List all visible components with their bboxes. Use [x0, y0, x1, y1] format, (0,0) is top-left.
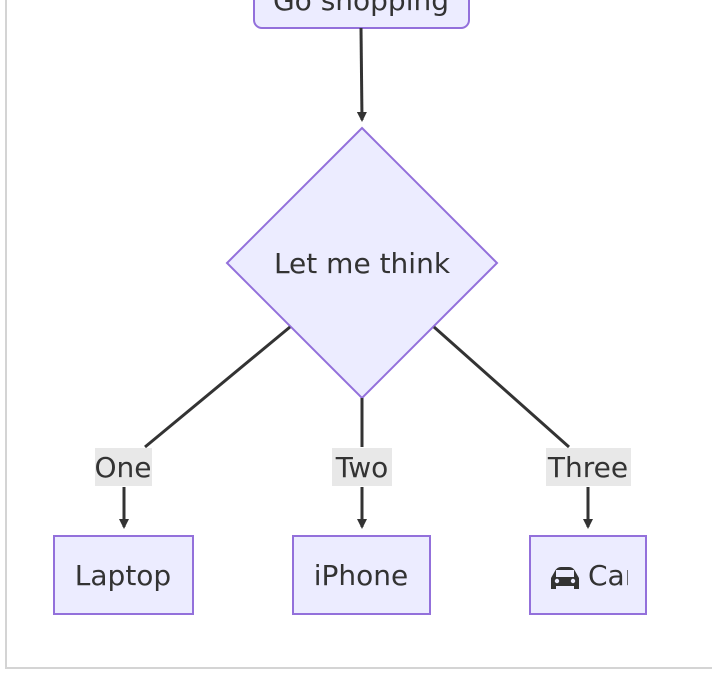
node-car-label: Car — [588, 559, 637, 592]
node-iphone[interactable]: iPhone — [292, 535, 431, 615]
edge-label-three-text: Three — [547, 451, 628, 484]
decision-label: Let me think — [274, 247, 451, 280]
car-icon — [551, 567, 579, 589]
edge-start-to-decision — [356, 27, 367, 122]
edge-label-one-text: One — [94, 451, 151, 484]
decision-node[interactable]: Let me think — [225, 126, 499, 400]
edge-label-three: Three — [546, 448, 631, 486]
node-iphone-label: iPhone — [314, 559, 409, 592]
edge-one — [144, 325, 291, 449]
node-go-shopping-label: Go shopping — [273, 0, 449, 17]
diagram-frame — [5, 0, 712, 669]
edge-three — [433, 325, 570, 449]
edge-label-two: Two — [332, 448, 392, 486]
node-go-shopping[interactable]: Go shopping — [253, 0, 470, 29]
edge-label-one: One — [94, 448, 152, 486]
node-car[interactable]: Car — [529, 535, 647, 615]
edge-label-two-text: Two — [335, 451, 389, 484]
node-laptop[interactable]: Laptop — [53, 535, 194, 615]
node-laptop-label: Laptop — [75, 559, 171, 592]
